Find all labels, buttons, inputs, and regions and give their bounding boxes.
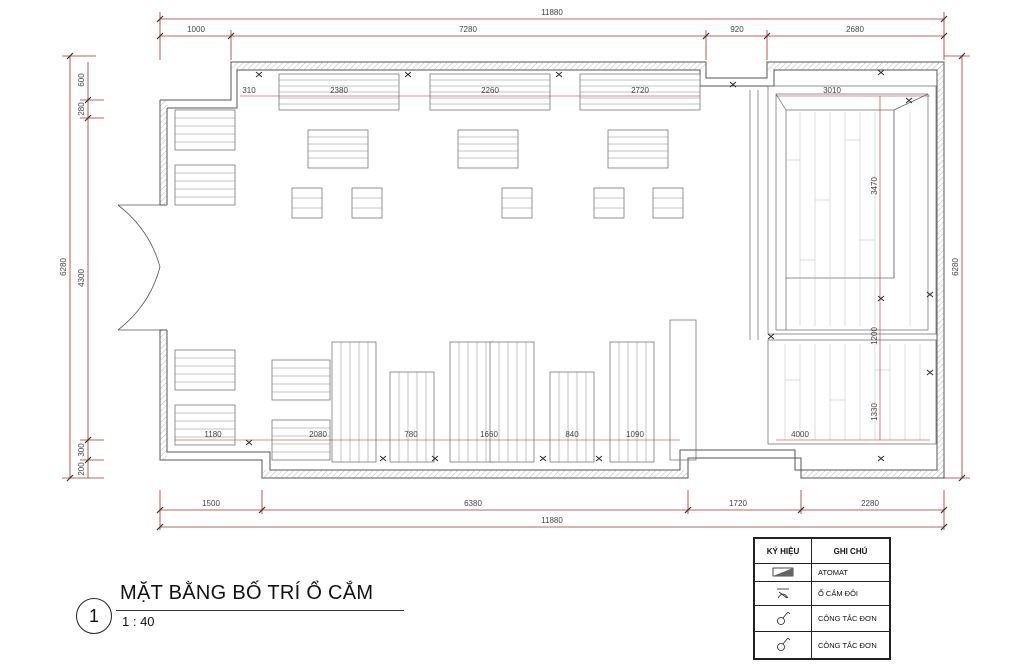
socket-icon — [877, 295, 885, 302]
int-dim-top-5: 3010 — [823, 86, 841, 95]
socket-icon — [245, 439, 253, 446]
single-switch-icon — [754, 631, 812, 659]
legend-header-symbol: KÝ HIỆU — [754, 538, 812, 564]
int-dim-bottom-3: 780 — [404, 430, 418, 439]
socket-icon — [555, 71, 563, 78]
socket-icon — [729, 81, 737, 88]
socket-icon — [404, 71, 412, 78]
socket-icon — [926, 291, 934, 298]
socket-icon — [877, 69, 885, 76]
left-dimension-lines — [62, 52, 104, 482]
drawing-title-block: 1 MẶT BẰNG BỐ TRÍ Ổ CẮM 1 : 40 — [74, 580, 404, 636]
int-dim-bottom-2: 2080 — [309, 430, 327, 439]
socket-icon — [255, 71, 263, 78]
socket-symbols — [245, 69, 934, 462]
int-dim-bottom-6: 1090 — [626, 430, 644, 439]
bottom-dimension-lines — [156, 490, 948, 531]
left-dim-bottom-1: 300 — [77, 443, 86, 457]
int-dim-bottom-1: 1180 — [204, 430, 222, 439]
int-dim-top-2: 2380 — [330, 86, 348, 95]
legend-note-2: Ổ CẮM ĐÔI — [811, 581, 890, 606]
wood-floor-boards — [784, 112, 921, 440]
bottom-dim-1: 1500 — [202, 499, 220, 508]
bottom-dim-2: 6380 — [464, 499, 482, 508]
right-dimension-lines — [944, 52, 970, 482]
top-dim-2: 7280 — [459, 25, 477, 34]
socket-icon — [905, 97, 913, 104]
left-dim-bottom-2: 200 — [77, 462, 86, 476]
socket-icon — [926, 369, 934, 376]
int-dim-right-3: 1330 — [870, 403, 879, 421]
int-dim-bottom-4: 1660 — [480, 430, 498, 439]
right-room-platform — [749, 85, 937, 445]
left-overall-dim: 6280 — [59, 258, 68, 276]
top-dimension-lines — [156, 12, 948, 60]
socket-icon — [877, 455, 885, 462]
socket-icon — [431, 455, 439, 462]
entrance-double-door — [117, 204, 161, 331]
left-dim-top-1: 600 — [77, 73, 86, 87]
atomat-icon — [754, 562, 812, 583]
socket-icon — [595, 455, 603, 462]
int-dim-right-2: 1200 — [870, 327, 879, 345]
shelving-units — [174, 73, 701, 463]
left-dim-top-2: 280 — [77, 102, 86, 116]
bottom-overall-dim: 11880 — [541, 516, 563, 525]
drawing-scale: 1 : 40 — [122, 614, 155, 629]
socket-icon — [767, 333, 775, 340]
interior-dimension-lines — [175, 95, 930, 441]
legend-note-4: CÔNG TẮC ĐƠN — [811, 631, 890, 659]
top-overall-dim: 11880 — [541, 8, 563, 17]
int-dim-bottom-7: 4000 — [791, 430, 809, 439]
building-walls — [159, 61, 945, 479]
legend-note-3: CÔNG TẮC ĐƠN — [811, 604, 890, 633]
double-socket-icon — [754, 581, 812, 606]
int-dim-bottom-5: 840 — [565, 430, 579, 439]
title-underline — [116, 610, 404, 611]
int-dim-top-4: 2720 — [631, 86, 649, 95]
shelf-slats — [175, 79, 700, 462]
bottom-dim-3: 1720 — [729, 499, 747, 508]
legend-note-1: ATOMAT — [811, 562, 890, 583]
int-dim-top-1: 310 — [242, 86, 256, 95]
single-switch-icon — [754, 604, 812, 633]
socket-icon — [379, 455, 387, 462]
int-dim-top-3: 2260 — [481, 86, 499, 95]
top-dim-4: 2680 — [846, 25, 864, 34]
drawing-number: 1 — [76, 598, 112, 634]
legend-header-note: GHI CHÚ — [811, 538, 890, 564]
int-dim-right-1: 3470 — [870, 177, 879, 195]
top-dim-1: 1000 — [187, 25, 205, 34]
legend-table: KÝ HIỆU GHI CHÚ ATOMAT Ổ CẮM ĐÔI CÔNG TẮ… — [753, 537, 891, 660]
right-overall-dim: 6280 — [951, 258, 960, 276]
bottom-dim-4: 2280 — [861, 499, 879, 508]
socket-icon — [539, 455, 547, 462]
left-dim-door: 4300 — [77, 269, 86, 287]
drawing-title: MẶT BẰNG BỐ TRÍ Ổ CẮM — [120, 582, 374, 604]
top-dim-3: 920 — [730, 25, 744, 34]
